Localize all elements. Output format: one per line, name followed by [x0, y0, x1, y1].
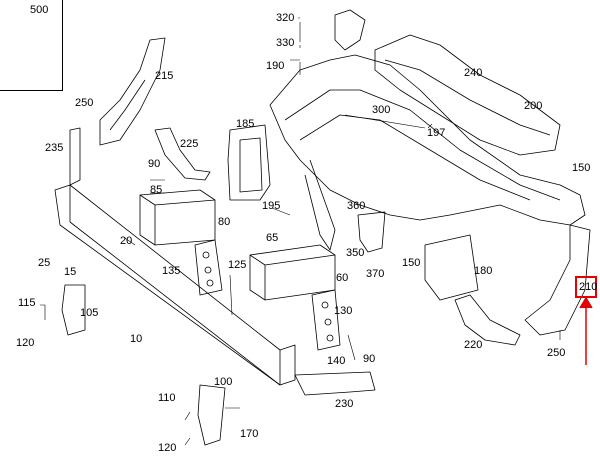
crash-box-80 — [139, 189, 216, 246]
inset-box: 500 — [0, 0, 63, 91]
part-label-195: 195 — [262, 200, 281, 212]
plate-130 — [311, 289, 341, 351]
callout-arrow — [579, 297, 593, 365]
part-label-370: 370 — [366, 268, 385, 280]
upper-cover — [374, 34, 561, 156]
part-label-190: 190 — [266, 60, 285, 72]
part-label-115: 115 — [18, 297, 36, 309]
part-label-135: 135 — [162, 265, 181, 277]
part-label-130: 130 — [334, 305, 353, 317]
part-label-120b: 120 — [158, 442, 177, 454]
part-label-110: 110 — [158, 392, 176, 404]
part-label-15: 15 — [64, 266, 77, 278]
bracket-185 — [227, 124, 271, 201]
part-label-80: 80 — [218, 216, 231, 228]
rail-230 — [294, 371, 376, 396]
part-label-250b: 250 — [547, 347, 566, 359]
part-label-170: 170 — [240, 428, 259, 440]
part-label-150a: 150 — [572, 162, 591, 174]
bracket-220 — [454, 294, 521, 346]
bracket-235 — [69, 127, 81, 186]
part-label-250a: 250 — [75, 97, 94, 109]
left-side-bracket — [99, 37, 166, 146]
part-label-350: 350 — [346, 247, 365, 259]
bracket-180 — [424, 234, 479, 301]
part-label-240: 240 — [464, 67, 483, 79]
front-end-carrier — [269, 9, 586, 251]
part-label-120a: 120 — [16, 337, 35, 349]
part-label-360: 360 — [347, 200, 366, 212]
highlight-label: 210 — [579, 281, 598, 293]
part-label-90a: 90 — [148, 158, 161, 170]
part-label-140: 140 — [327, 355, 346, 367]
bracket-225 — [154, 127, 211, 181]
part-label-215: 215 — [155, 70, 174, 82]
part-label-150b: 150 — [402, 257, 421, 269]
plate-135 — [194, 239, 223, 296]
part-label-330: 330 — [276, 37, 295, 49]
part-label-125: 125 — [228, 259, 247, 271]
part-label-225: 225 — [180, 138, 199, 150]
highlight-box: 210 — [575, 276, 597, 298]
part-label-320: 320 — [276, 12, 295, 24]
part-label-230: 230 — [335, 398, 354, 410]
part-label-90b: 90 — [363, 353, 376, 365]
part-label-10: 10 — [130, 333, 143, 345]
bracket-360 — [357, 211, 386, 253]
part-label-100: 100 — [214, 376, 233, 388]
crash-box-60 — [249, 244, 336, 301]
inset-label: 500 — [30, 4, 49, 16]
part-label-60: 60 — [336, 272, 349, 284]
bracket-105 — [61, 284, 86, 336]
part-label-65: 65 — [266, 232, 279, 244]
part-label-185: 185 — [236, 118, 255, 130]
part-label-200: 200 — [524, 100, 543, 112]
part-label-25: 25 — [38, 257, 51, 269]
side-member-210 — [524, 224, 591, 336]
part-label-20: 20 — [120, 235, 133, 247]
part-label-220: 220 — [464, 339, 483, 351]
bracket-100 — [197, 384, 226, 446]
part-label-105: 105 — [80, 307, 99, 319]
leader-lines — [40, 17, 561, 446]
part-label-85: 85 — [150, 184, 163, 196]
part-label-235: 235 — [45, 142, 64, 154]
bumper-beam — [54, 184, 296, 386]
part-label-180: 180 — [474, 265, 493, 277]
part-label-300: 300 — [372, 104, 391, 116]
part-label-197: 197 — [427, 127, 446, 139]
